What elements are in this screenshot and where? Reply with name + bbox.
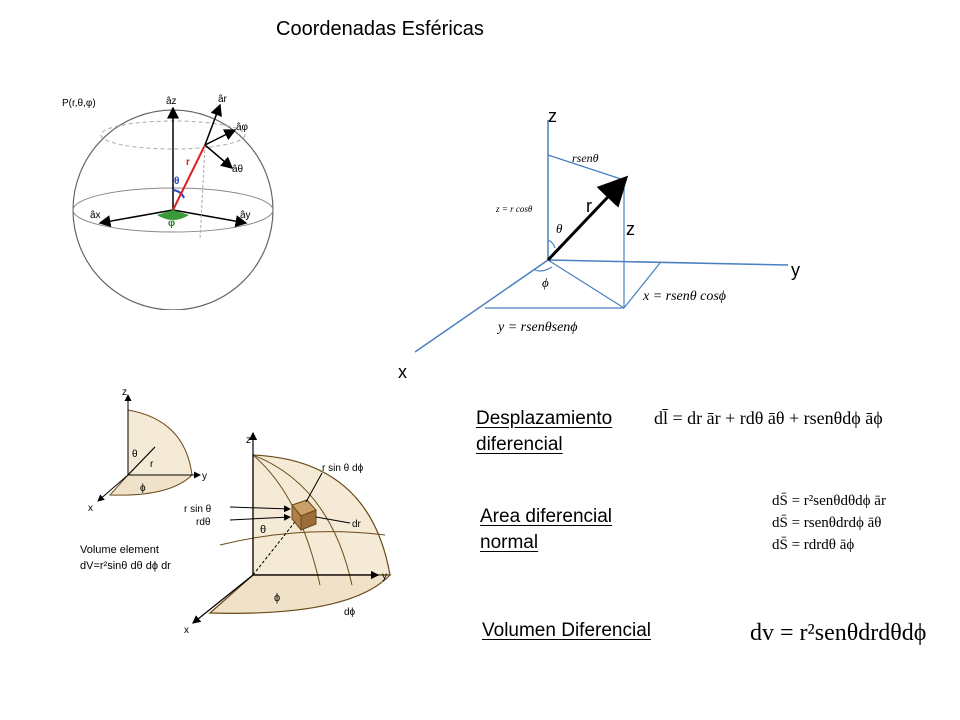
small-x-axis <box>97 474 129 502</box>
area-heading: Area diferencial normal <box>480 504 612 556</box>
x-component-line <box>623 262 661 309</box>
aphi-label: âφ <box>236 122 249 133</box>
aphi-vector <box>204 129 237 146</box>
zcos-label: z = r cosθ <box>495 204 533 214</box>
axes-figure: z y x r z rsenθ z = r cosθ θ ϕ x = rsenθ… <box>398 106 800 382</box>
r-vector <box>546 175 629 262</box>
y-axis <box>547 259 789 266</box>
small-phi-label: ϕ <box>140 483 146 494</box>
rsen-label: rsenθ <box>572 151 599 165</box>
theta-arc <box>547 239 556 249</box>
projection-line <box>199 144 206 241</box>
rsin-dphi-leader <box>305 472 323 503</box>
small-r-label: r <box>150 459 154 470</box>
small-y-label: y <box>202 471 207 482</box>
big-x-axis <box>192 574 254 624</box>
r-label: r <box>186 157 190 168</box>
dr-leader <box>315 516 351 524</box>
dr-label: dr <box>352 519 362 530</box>
x-axis-label: x <box>398 362 407 382</box>
ar-label: âr <box>218 94 228 105</box>
volume-heading: Volumen Diferencial <box>482 620 651 641</box>
z-height-label: z <box>626 219 635 239</box>
big-octant-base <box>208 574 392 614</box>
small-x-label: x <box>88 503 93 514</box>
atheta-label: âθ <box>232 164 244 175</box>
small-z-label: z <box>122 387 127 398</box>
rdtheta-leader <box>229 513 291 521</box>
area-formulas: dS̄ = r²senθdθdϕ ār dS̄ = rsenθdrdϕ āθ d… <box>772 490 886 556</box>
volume-formula: dv = r²senθdrdθdϕ <box>750 620 927 646</box>
az-label: âz <box>166 96 177 107</box>
volume-caption-1: Volume element <box>80 544 159 556</box>
phi-label: ϕ <box>542 275 549 290</box>
big-phi-label: ϕ <box>274 592 280 604</box>
rsin-label: r sin θ <box>184 504 212 515</box>
phi-wedge <box>157 210 189 220</box>
small-theta-label: θ <box>132 449 138 460</box>
point-label: P(r,θ,φ) <box>62 98 96 109</box>
y-equation: y = rsenθsenϕ <box>496 320 578 335</box>
big-y-label: y <box>382 571 387 582</box>
small-octant-base <box>108 474 194 496</box>
big-r-line <box>252 512 303 576</box>
rdtheta-label: rdθ <box>196 517 211 528</box>
theta-label: θ <box>174 176 179 187</box>
projection-line <box>547 259 625 309</box>
big-octant-face <box>252 454 391 576</box>
rsin-dphi-label: r sin θ dϕ <box>322 463 364 474</box>
big-z-label: z <box>246 435 251 446</box>
parallel-1 <box>219 531 386 546</box>
area-heading-line-2: normal <box>480 532 539 553</box>
sphere-figure: P(r,θ,φ) âz âr âφ âθ âx ây r θ φ <box>62 94 274 310</box>
y-unit-vector <box>172 209 248 228</box>
phi-label: φ <box>168 218 175 229</box>
x-equation: x = rsenθ cosϕ <box>642 289 726 304</box>
x-axis <box>414 259 549 353</box>
dphi-label: dϕ <box>344 607 356 618</box>
displacement-heading-line-2: diferencial <box>476 434 563 455</box>
area-heading-line-1: Area diferencial <box>480 506 613 527</box>
atheta-vector <box>204 144 234 169</box>
ar-vector <box>204 103 222 146</box>
big-x-label: x <box>184 625 189 636</box>
area-formula-r: dS̄ = r²senθdθdϕ ār <box>772 493 886 509</box>
big-theta-label: θ <box>260 524 266 536</box>
displacement-heading: Desplazamiento diferencial <box>476 406 612 458</box>
rsin-leader <box>229 505 291 513</box>
ay-label: ây <box>240 210 251 221</box>
ax-label: âx <box>90 210 101 221</box>
r-vector <box>172 144 206 211</box>
meridian-2 <box>252 454 353 586</box>
theta-label: θ <box>556 221 563 236</box>
volume-element-figure: z y x θ r ϕ z y x θ ϕ r sin θ dϕ r sin θ… <box>80 387 392 636</box>
phi-arc <box>534 266 553 272</box>
volume-cube-right <box>300 509 317 531</box>
x-unit-vector <box>98 209 174 228</box>
displacement-formula: dl̄ = dr ār + rdθ āθ + rsenθdϕ āϕ <box>654 408 883 428</box>
z-axis-label: z <box>548 106 557 126</box>
area-formula-theta: dS̄ = rsenθdrdϕ āθ <box>772 515 882 531</box>
volume-caption-2: dV=r²sinθ dθ dϕ dr <box>80 560 171 572</box>
theta-arc <box>172 189 185 199</box>
area-formula-phi: dS̄ = rdrdθ āϕ <box>772 537 855 553</box>
page-title: Coordenadas Esféricas <box>276 18 484 40</box>
displacement-heading-line-1: Desplazamiento <box>476 408 613 429</box>
r-label: r <box>586 196 592 216</box>
small-r-line <box>127 446 156 476</box>
y-axis-label: y <box>791 260 800 280</box>
